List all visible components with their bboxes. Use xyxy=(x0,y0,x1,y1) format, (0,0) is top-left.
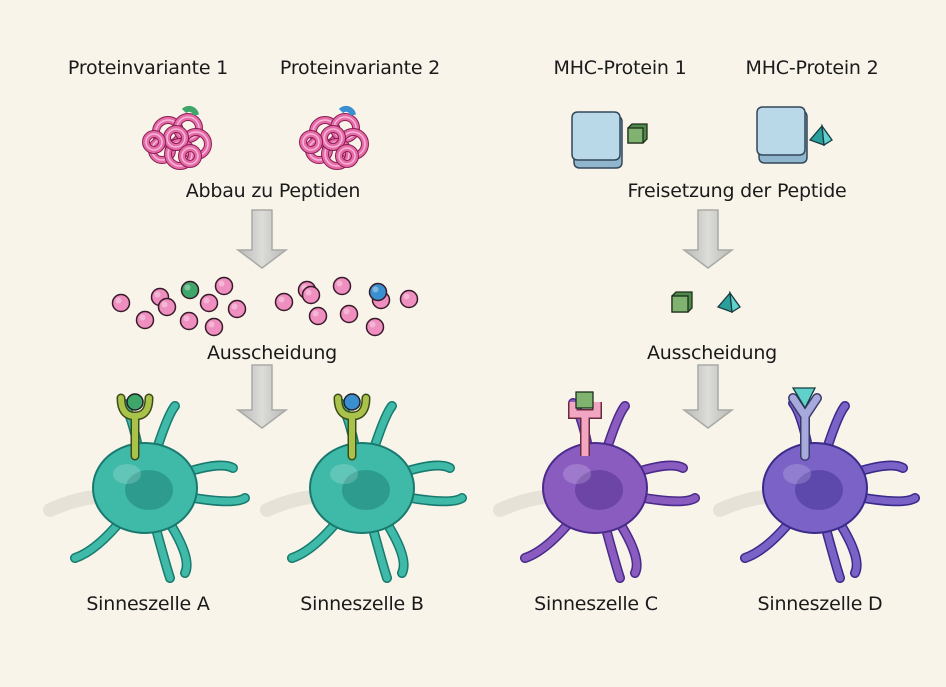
peptide-icon xyxy=(135,310,155,330)
protein-tip xyxy=(338,105,356,116)
peptide-icon xyxy=(365,317,385,337)
sensory-cell xyxy=(43,393,250,583)
down-arrow-icon xyxy=(681,209,735,269)
bound-peptide-icon xyxy=(575,391,594,409)
sensory-cell xyxy=(493,391,700,583)
cell-body xyxy=(309,442,415,534)
peptide-icon xyxy=(204,317,224,337)
arrows xyxy=(235,209,735,429)
down-arrow-icon xyxy=(235,364,289,429)
mhc-protein-1-label: MHC-Protein 1 xyxy=(553,57,687,79)
peptide-icon xyxy=(399,289,419,309)
mhc-protein xyxy=(571,111,623,169)
peptide-icon xyxy=(339,304,359,324)
sensory-cell xyxy=(713,387,920,583)
peptide-icon xyxy=(368,282,388,302)
peptide-icon xyxy=(180,280,200,300)
release-label: Freisetzung der Peptide xyxy=(627,180,847,202)
proteins xyxy=(142,105,808,170)
cell-c-label: Sinneszelle C xyxy=(534,593,658,615)
peptides xyxy=(111,123,833,337)
down-arrow-icon xyxy=(681,364,735,429)
cell-a-label: Sinneszelle A xyxy=(86,593,210,615)
excretion-right-label: Ausscheidung xyxy=(646,342,778,364)
peptide-icon xyxy=(308,306,328,326)
protein-tangle xyxy=(299,105,369,170)
cell-body xyxy=(762,442,868,534)
peptide-icon xyxy=(274,292,294,312)
cell-body xyxy=(542,442,648,534)
peptide-icon xyxy=(199,293,219,313)
peptide-icon xyxy=(332,276,352,296)
bound-peptide-icon xyxy=(343,393,361,411)
protein-tangle xyxy=(142,105,212,170)
peptide-icon xyxy=(179,311,199,331)
cell-b-label: Sinneszelle B xyxy=(300,593,424,615)
protein-variant-2-label: Proteinvariante 2 xyxy=(279,57,441,79)
cell-nucleus xyxy=(125,470,173,510)
peptide-icon xyxy=(111,293,131,313)
mhc-protein-2-label: MHC-Protein 2 xyxy=(745,57,879,79)
bound-peptide-icon xyxy=(791,387,817,410)
peptide-icon xyxy=(157,297,177,317)
mhc-protein xyxy=(756,106,808,164)
cell-d-label: Sinneszelle D xyxy=(757,593,883,615)
cell-nucleus xyxy=(575,470,623,510)
protein-variant-1-label: Proteinvariante 1 xyxy=(67,57,229,79)
excretion-left-label: Ausscheidung xyxy=(206,342,338,364)
protein-tip xyxy=(181,105,199,116)
sensory-cells xyxy=(43,387,920,583)
cell-nucleus xyxy=(342,470,390,510)
cell-nucleus xyxy=(795,470,843,510)
peptide-icon xyxy=(301,285,321,305)
down-arrow-icon xyxy=(235,209,289,269)
cell-body xyxy=(92,442,198,534)
bound-peptide-icon xyxy=(126,393,144,411)
peptide-icon xyxy=(214,276,234,296)
sensory-cell xyxy=(260,393,467,583)
degradation-label: Abbau zu Peptiden xyxy=(185,180,361,202)
peptide-icon xyxy=(227,299,247,319)
